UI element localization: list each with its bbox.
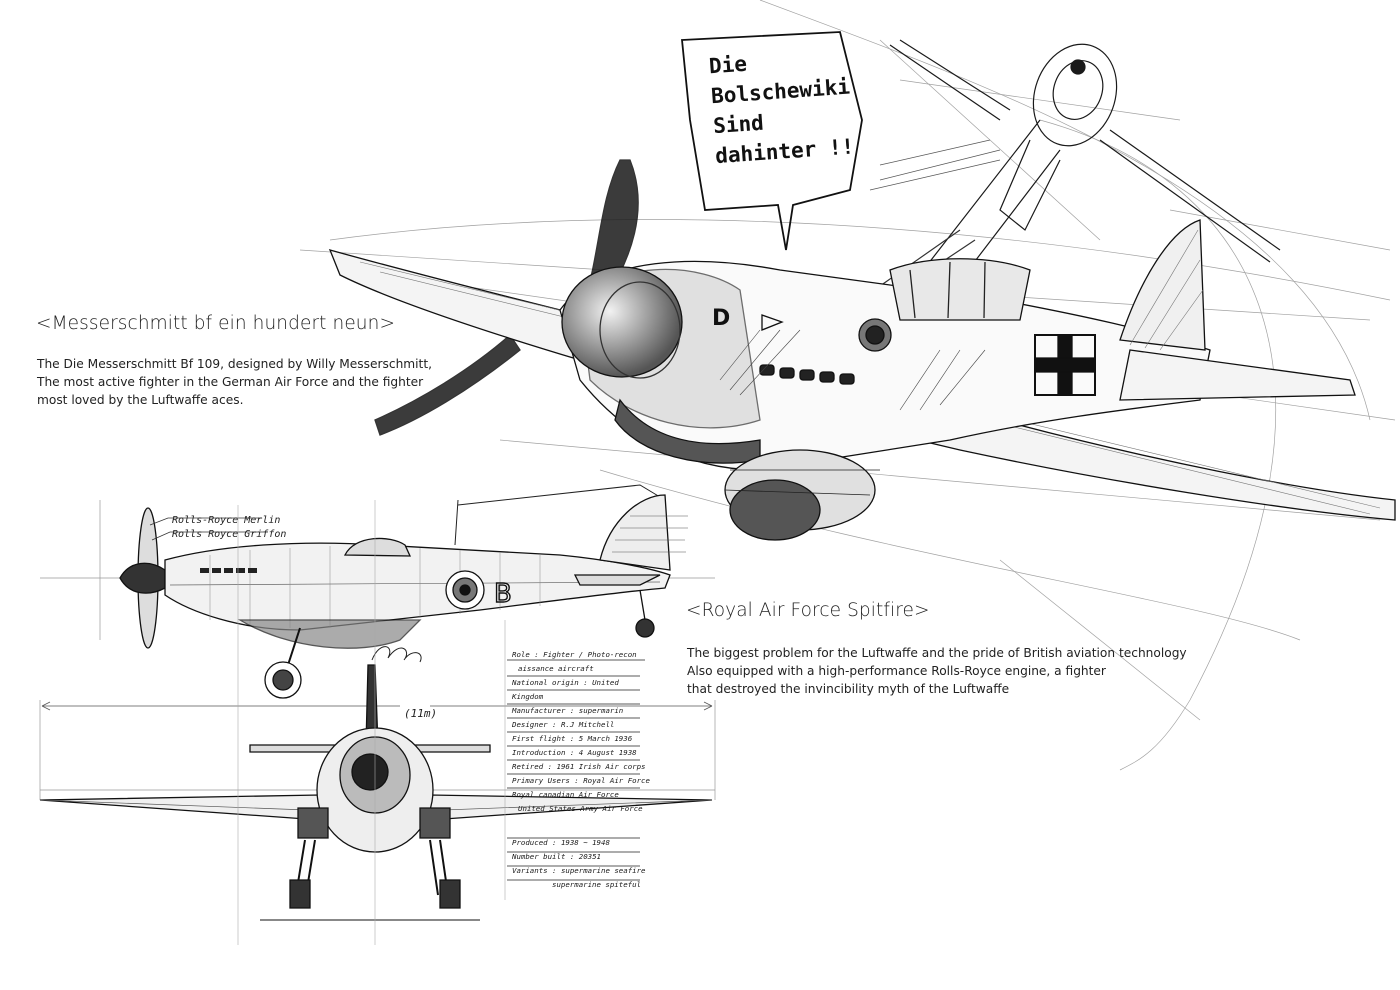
spec-user-rcaf: Royal canadian Air Force <box>512 790 619 799</box>
speech-bubble-text: Die Bolschewiki Sind dahinter !! <box>708 41 866 171</box>
bf109-main-sketch: D <box>330 160 1395 540</box>
spec-user-usaaf: United States Army Air Force <box>518 804 643 813</box>
messerschmitt-line-2: The most active fighter in the German Ai… <box>37 375 424 389</box>
spitfire-spec-sheet: Role : Fighter / Photo-recon aissance ai… <box>512 648 652 892</box>
spec-sheet-rules <box>507 660 645 880</box>
engine-label-griffon: Rolls Royce Griffon <box>172 529 286 540</box>
spec-designer: Designer : R.J Mitchell <box>512 720 615 729</box>
messerschmitt-line-1: The Die Messerschmitt Bf 109, designed b… <box>37 357 432 371</box>
spitfire-line-2: Also equipped with a high-performance Ro… <box>687 664 1106 678</box>
messerschmitt-line-3: most loved by the Luftwaffe aces. <box>37 393 244 407</box>
spec-variants-cont: supermarine spiteful <box>552 880 641 889</box>
spitfire-title: <Royal Air Force Spitfire> <box>686 600 930 621</box>
spec-role: Role : Fighter / Photo-recon <box>512 650 637 659</box>
svg-text:D: D <box>712 306 730 331</box>
spec-origin: National origin : United Kingdom <box>512 678 619 701</box>
svg-text:B: B <box>494 579 512 609</box>
engine-leader-lines <box>150 518 268 540</box>
wingspan-dimension: (11m) <box>404 707 437 720</box>
spitfire-line-3: that destroyed the invincibility myth of… <box>687 682 1010 696</box>
speech-bubble <box>682 32 862 250</box>
blueprint-guides <box>238 500 505 945</box>
spec-variants: Variants : supermarine seafire <box>512 866 646 875</box>
spitfire-description: The biggest problem for the Luftwaffe an… <box>687 644 1187 698</box>
messerschmitt-title: <Messerschmitt bf ein hundert neun> <box>36 313 396 334</box>
spec-manufacturer: Manufacturer : supermarin <box>512 706 624 715</box>
engine-label-merlin: Rolls-Royce Merlin <box>172 515 280 526</box>
spitfire-line-1: The biggest problem for the Luftwaffe an… <box>687 646 1187 660</box>
artist-signature <box>372 647 421 662</box>
spec-retired: Retired : 1961 Irish Air corps <box>512 762 646 771</box>
exhaust-stacks <box>760 365 854 384</box>
balkenkreuz-insignia <box>1035 335 1095 395</box>
spec-produced: Produced : 1938 ~ 1948 <box>512 838 610 847</box>
spec-primary-users: Primary Users : Royal Air Force <box>512 776 650 785</box>
spec-role-cont: aissance aircraft <box>518 664 594 673</box>
spec-first-flight: First flight : 5 March 1936 <box>512 734 633 743</box>
messerschmitt-description: The Die Messerschmitt Bf 109, designed b… <box>37 355 432 409</box>
spec-number-built: Number built : 20351 <box>512 852 601 861</box>
spec-introduction: Introduction : 4 August 1938 <box>512 748 637 757</box>
